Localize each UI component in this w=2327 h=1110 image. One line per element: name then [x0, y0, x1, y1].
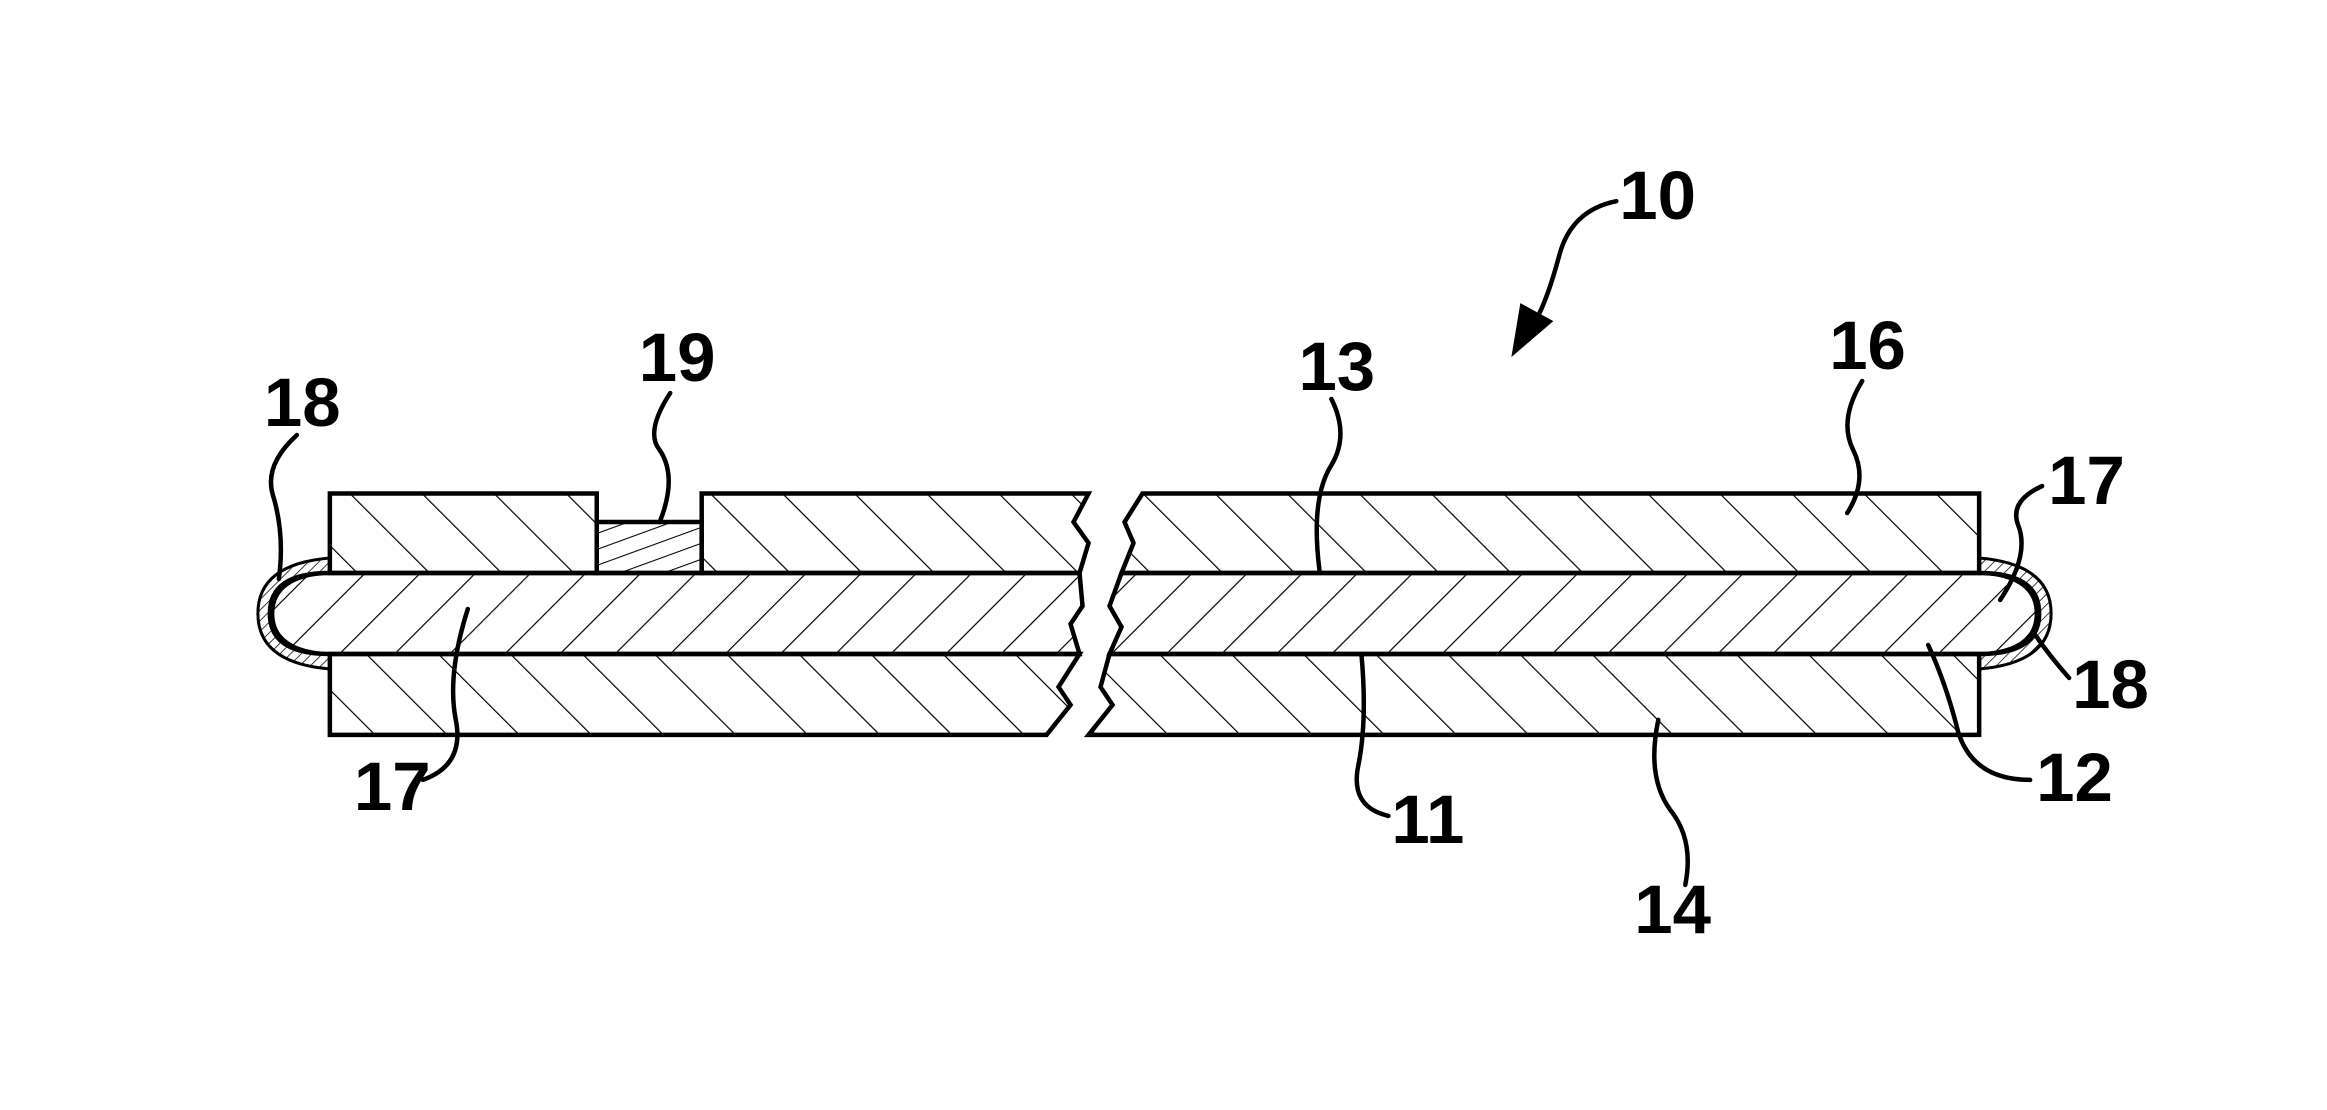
label-17-bottom-left: 17 — [354, 748, 431, 825]
leader-18-right — [2036, 636, 2069, 678]
label-18-left: 18 — [264, 364, 341, 441]
label-11: 11 — [1391, 781, 1464, 858]
label-12: 12 — [2036, 739, 2113, 816]
label-16: 16 — [1829, 307, 1906, 384]
label-19: 19 — [639, 319, 716, 396]
leader-10 — [1535, 201, 1616, 321]
core-layer-right — [1110, 573, 2040, 654]
label-13: 13 — [1298, 328, 1375, 405]
top-layer-left-a — [330, 494, 597, 573]
leader-14 — [1654, 720, 1687, 885]
core-layer-left — [270, 573, 1083, 654]
label-18-right: 18 — [2072, 646, 2149, 723]
leader-18-left — [271, 435, 297, 579]
leader-19 — [654, 393, 670, 522]
label-17-right: 17 — [2048, 442, 2125, 519]
insert-19 — [597, 522, 702, 573]
bottom-layer-left — [330, 654, 1080, 735]
label-10: 10 — [1619, 157, 1696, 234]
top-layer-left-b — [702, 494, 1089, 573]
label-14: 14 — [1634, 871, 1711, 948]
arrow-head-10 — [1511, 303, 1553, 357]
bottom-layer-right — [1089, 654, 1980, 735]
